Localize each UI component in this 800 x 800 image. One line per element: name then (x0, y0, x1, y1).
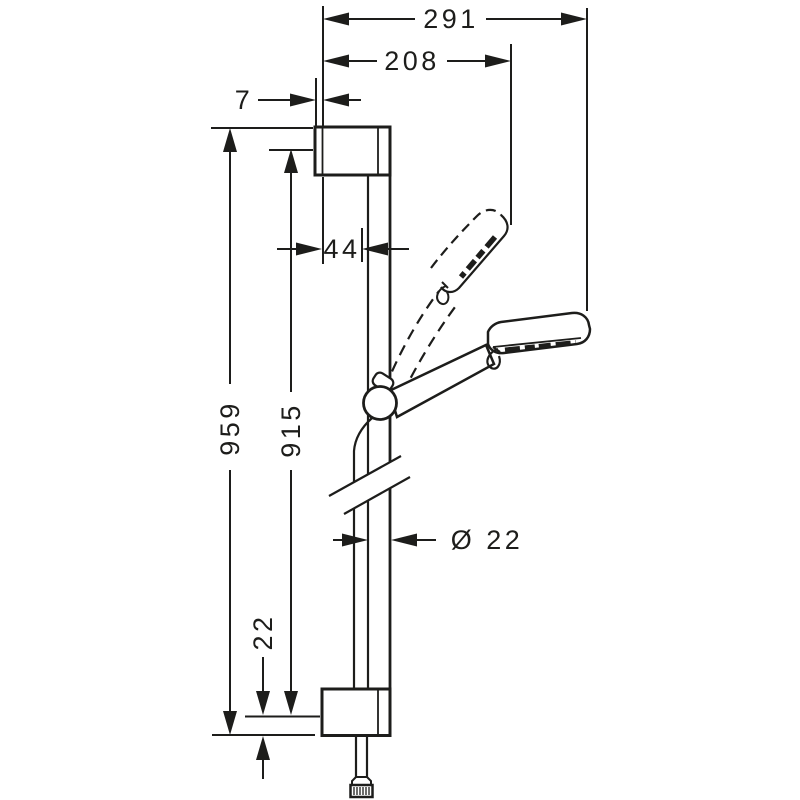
bottom-wall-bracket (320, 687, 392, 737)
arrow-left-icon (323, 93, 349, 107)
arrow-right-icon (561, 12, 587, 26)
hand-shower-phantom-position (383, 208, 509, 411)
dim-value-total-height: 959 (215, 400, 245, 456)
extension-lines (211, 6, 588, 736)
break-symbol (328, 455, 411, 515)
shower-hose-upper (352, 417, 373, 689)
arrow-left-icon (323, 12, 349, 26)
hand-shower (362, 311, 592, 421)
arrow-down-icon (223, 711, 237, 735)
dim-value-total-width: 291 (423, 4, 479, 34)
phantom-head-back-edge (430, 208, 502, 269)
spray-face (504, 340, 577, 353)
dimension-rail-height: 915 (276, 149, 306, 715)
dim-value-rail-height: 915 (276, 402, 306, 458)
dimension-total-height: 959 (215, 128, 245, 735)
dim-value-head-reach: 208 (384, 46, 440, 76)
phantom-handle-edge (383, 290, 440, 389)
phantom-head-face-edge (440, 214, 509, 294)
arrow-left-icon (323, 54, 349, 68)
slider-pivot-knob (362, 385, 398, 421)
hook-clip (486, 346, 501, 370)
phantom-spray-face (458, 235, 498, 279)
arrow-up-icon (256, 736, 270, 760)
arrow-left-icon (391, 533, 417, 547)
dimension-head-reach: 208 (323, 46, 511, 76)
phantom-handle-edge (393, 302, 459, 411)
hose-connector-nut (349, 783, 374, 799)
arrow-down-icon (256, 691, 270, 715)
hose-lower-end (349, 735, 374, 799)
arrow-right-icon (296, 242, 322, 256)
dim-value-wall-plate-offset: 7 (235, 85, 254, 115)
arrow-left-icon (362, 242, 388, 256)
dim-value-rail-diameter: Ø 22 (451, 525, 524, 555)
arrow-right-icon (290, 93, 316, 107)
dimension-bottom-offset: 22 (248, 613, 278, 779)
top-wall-bracket (313, 125, 392, 177)
dimension-rail-diameter: Ø 22 (333, 525, 524, 555)
head-face-split-line (492, 337, 582, 348)
nut-knurling (353, 787, 370, 795)
hand-shower-handle (387, 343, 496, 419)
dimension-wall-plate-offset: 7 (235, 85, 361, 115)
arrow-right-icon (485, 54, 511, 68)
dim-value-rail-offset: 44 (323, 234, 360, 264)
dimension-rail-offset: 44 (277, 234, 409, 264)
arrow-up-icon (284, 149, 298, 173)
arrow-up-icon (223, 128, 237, 152)
dim-value-bottom-offset: 22 (248, 613, 278, 650)
arrow-down-icon (284, 691, 298, 715)
phantom-hook-clip (436, 281, 450, 305)
dimension-total-width: 291 (323, 4, 587, 34)
